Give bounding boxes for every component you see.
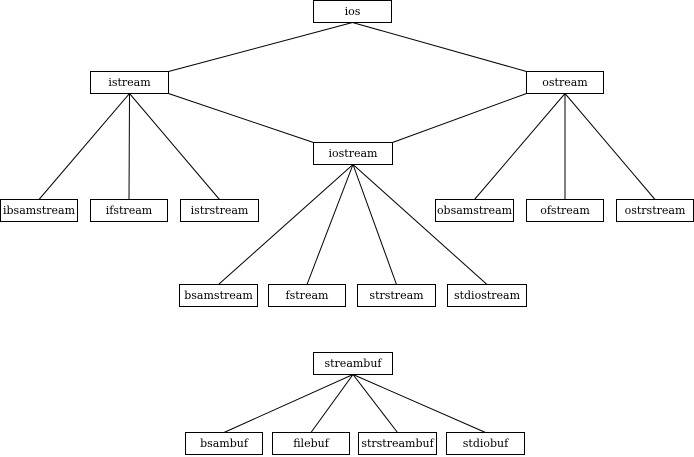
edge-istream-to-iostream xyxy=(168,93,314,143)
node-ios: ios xyxy=(313,0,392,23)
edge-ostream-to-obsamstream xyxy=(474,93,566,200)
edge-istream-to-istrstream xyxy=(129,93,220,200)
edge-ostream-to-ostrstream xyxy=(564,93,656,200)
node-ofstream-box xyxy=(526,199,604,222)
edge-iostream-to-bsamstream xyxy=(218,164,354,285)
node-istrstream-label: istrstream xyxy=(191,204,249,217)
node-strstream-box xyxy=(357,284,436,307)
node-stdiobuf: stdiobuf xyxy=(446,432,525,455)
node-fstream-box xyxy=(268,284,346,307)
node-ifstream: ifstream xyxy=(90,199,168,222)
node-stdiobuf-label: stdiobuf xyxy=(463,437,509,450)
node-stdiobuf-box xyxy=(446,432,525,455)
node-ibsamstream: ibsamstream xyxy=(0,199,78,222)
node-istream: istream xyxy=(90,71,169,94)
edge-istream-to-ifstream xyxy=(128,93,130,200)
edge-ios-to-istream xyxy=(168,22,353,72)
node-filebuf: filebuf xyxy=(272,432,350,455)
node-stdiostream-label: stdiostream xyxy=(454,289,521,302)
node-strstreambuf-box xyxy=(358,432,437,455)
node-ostream-label: ostream xyxy=(542,76,588,89)
node-fstream: fstream xyxy=(268,284,346,307)
node-bsambuf-box xyxy=(185,432,263,455)
node-istrstream-box xyxy=(180,199,259,222)
node-fstream-label: fstream xyxy=(286,289,329,302)
edge-iostream-to-strstream xyxy=(352,164,397,285)
node-strstream: strstream xyxy=(357,284,436,307)
node-filebuf-box xyxy=(272,432,350,455)
node-ibsamstream-box xyxy=(0,199,78,222)
edge-streambuf-to-filebuf xyxy=(310,374,354,433)
node-iostream-label: iostream xyxy=(329,147,379,160)
node-iostream-box xyxy=(313,142,393,165)
edge-iostream-to-fstream xyxy=(306,164,354,285)
node-ofstream-label: ofstream xyxy=(540,204,590,217)
node-bsamstream-box xyxy=(179,284,258,307)
node-streambuf-box xyxy=(313,352,393,375)
node-ostrstream: ostrstream xyxy=(616,199,694,222)
edge-ostream-to-iostream xyxy=(392,93,527,143)
node-filebuf-label: filebuf xyxy=(293,437,329,450)
node-stdiostream-box xyxy=(447,284,527,307)
node-bsambuf-label: bsambuf xyxy=(200,437,249,450)
node-obsamstream-box xyxy=(435,199,514,222)
node-bsambuf: bsambuf xyxy=(185,432,263,455)
edge-iostream-to-stdiostream xyxy=(352,164,488,285)
node-strstream-label: strstream xyxy=(369,289,424,302)
edge-streambuf-to-stdiobuf xyxy=(352,374,486,433)
edges-layer xyxy=(38,22,656,433)
node-ifstream-label: ifstream xyxy=(106,204,153,217)
node-ios-box xyxy=(313,0,392,23)
node-ibsamstream-label: ibsamstream xyxy=(3,204,76,217)
node-ostrstream-label: ostrstream xyxy=(625,204,686,217)
edge-istream-to-ibsamstream xyxy=(38,93,130,200)
node-ostream-box xyxy=(526,71,604,94)
edge-streambuf-to-bsambuf xyxy=(223,374,354,433)
node-streambuf-label: streambuf xyxy=(324,357,382,370)
node-obsamstream-label: obsamstream xyxy=(437,204,513,217)
node-ofstream: ofstream xyxy=(526,199,604,222)
node-ostream: ostream xyxy=(526,71,604,94)
node-bsamstream-label: bsamstream xyxy=(184,289,253,302)
node-streambuf: streambuf xyxy=(313,352,393,375)
node-strstreambuf-label: strstreambuf xyxy=(361,437,434,450)
node-stdiostream: stdiostream xyxy=(447,284,527,307)
node-istream-label: istream xyxy=(108,76,151,89)
edge-ios-to-ostream xyxy=(352,22,527,72)
node-istrstream: istrstream xyxy=(180,199,259,222)
node-bsamstream: bsamstream xyxy=(179,284,258,307)
node-ifstream-box xyxy=(90,199,168,222)
node-iostream: iostream xyxy=(313,142,393,165)
node-obsamstream: obsamstream xyxy=(435,199,514,222)
edge-streambuf-to-strstreambuf xyxy=(352,374,398,433)
node-strstreambuf: strstreambuf xyxy=(358,432,437,455)
node-istream-box xyxy=(90,71,169,94)
node-ios-label: ios xyxy=(345,5,361,18)
